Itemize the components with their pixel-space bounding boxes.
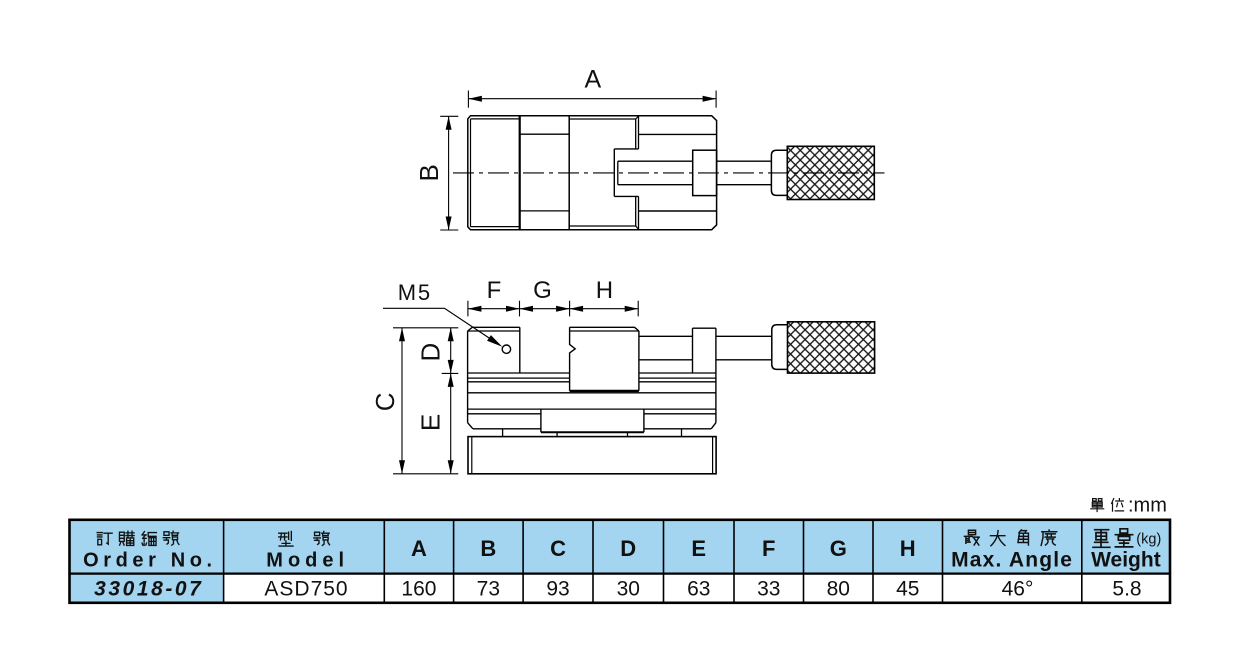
- svg-text:ASD750: ASD750: [264, 577, 348, 600]
- svg-text:B: B: [480, 536, 496, 561]
- svg-text:E: E: [691, 536, 706, 561]
- svg-text:80: 80: [827, 577, 850, 600]
- svg-text:33: 33: [757, 577, 780, 600]
- svg-text:93: 93: [546, 577, 569, 600]
- svg-text:45: 45: [896, 577, 919, 600]
- svg-text:C: C: [550, 536, 566, 561]
- svg-text:A: A: [585, 65, 602, 93]
- svg-text:5.8: 5.8: [1112, 577, 1141, 600]
- svg-text:E: E: [415, 414, 445, 431]
- svg-text:F: F: [487, 277, 502, 304]
- svg-text:33018-07: 33018-07: [94, 577, 203, 600]
- svg-text:73: 73: [477, 577, 500, 600]
- svg-text:Max. Angle: Max. Angle: [951, 549, 1073, 572]
- svg-text:F: F: [762, 536, 775, 561]
- svg-text:Model: Model: [266, 550, 349, 572]
- svg-text:M5: M5: [398, 280, 432, 305]
- svg-text:G: G: [830, 536, 847, 561]
- svg-text:D: D: [415, 343, 445, 362]
- svg-text:30: 30: [617, 577, 640, 600]
- svg-text:46°: 46°: [1002, 577, 1034, 600]
- svg-text:(kg): (kg): [1136, 532, 1161, 548]
- svg-text:D: D: [620, 536, 636, 561]
- svg-text:B: B: [414, 164, 444, 181]
- svg-text:A: A: [411, 536, 427, 561]
- svg-text:63: 63: [687, 577, 710, 600]
- svg-text:160: 160: [401, 577, 436, 600]
- svg-text:H: H: [596, 277, 613, 304]
- svg-text::mm: :mm: [1128, 495, 1167, 517]
- svg-text:Weight: Weight: [1091, 549, 1161, 572]
- svg-text:Order No.: Order No.: [83, 550, 217, 572]
- svg-text:C: C: [370, 393, 400, 412]
- svg-text:H: H: [900, 536, 916, 561]
- svg-text:G: G: [533, 277, 552, 304]
